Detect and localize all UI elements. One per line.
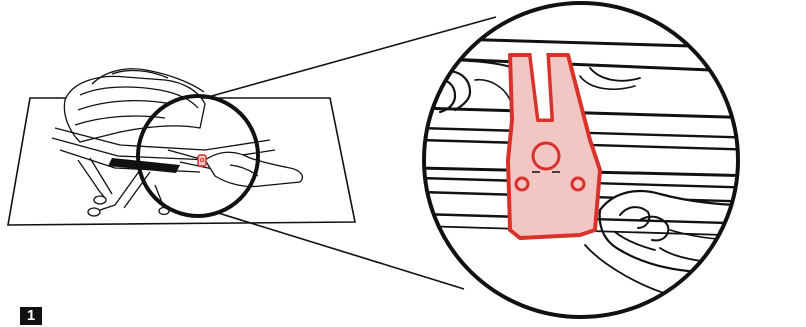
step-number-badge: 1: [20, 307, 42, 325]
zoom-connector-bottom: [215, 212, 464, 289]
lever-overview: [198, 155, 206, 166]
